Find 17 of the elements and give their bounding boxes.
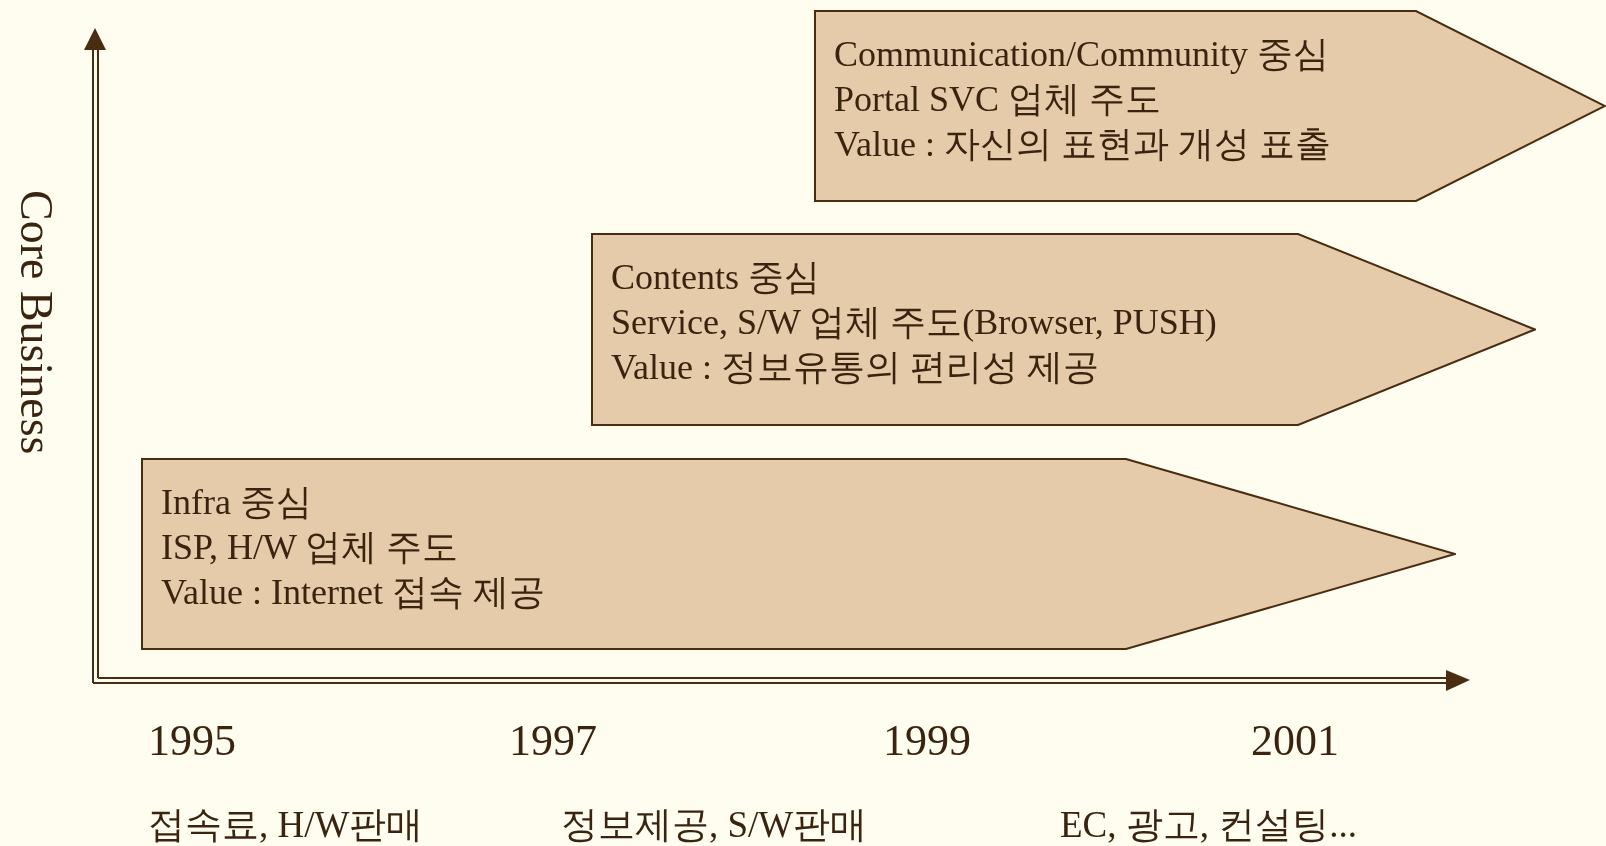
year-label: 1995	[148, 715, 236, 766]
banner-text: Infra 중심	[161, 481, 312, 524]
banner-text: ISP, H/W 업체 주도	[161, 526, 459, 569]
banner-text: Value : 자신의 표현과 개성 표출	[834, 123, 1331, 166]
revenue-note: EC, 광고, 컨설팅...	[1060, 803, 1358, 846]
banner-text: Communication/Community 중심	[834, 33, 1329, 76]
revenue-note: 접속료, H/W판매	[148, 803, 424, 846]
axis-title: Core Business	[10, 190, 63, 455]
year-label: 1997	[509, 715, 597, 766]
banner-text: Service, S/W 업체 주도(Browser, PUSH)	[611, 301, 1217, 344]
banner-text: Value : 정보유통의 편리성 제공	[611, 346, 1099, 389]
banner-text: Portal SVC 업체 주도	[834, 78, 1162, 121]
banner-text: Contents 중심	[611, 256, 820, 299]
banner-text: Value : Internet 접속 제공	[161, 571, 545, 614]
year-label: 2001	[1251, 715, 1339, 766]
year-label: 1999	[883, 715, 971, 766]
revenue-note: 정보제공, S/W판매	[561, 803, 868, 846]
